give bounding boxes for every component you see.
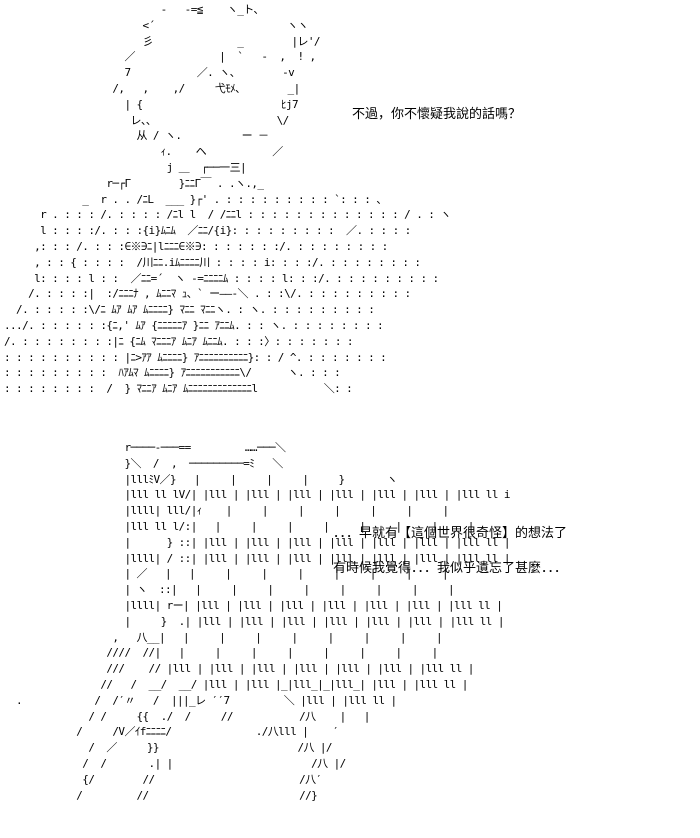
ascii-art-upper-figure: - -=≦ ヽ_ト、 <´ ヽヽ 彡 _ |レ'/ ／ | ` - , ! , …: [4, 3, 451, 396]
dialogue-line-3: 有時候我覺得．．．我似乎遺忘了甚麼．．．: [333, 561, 568, 576]
dialogue-line-1: 不過，你不懷疑我說的話嗎？: [352, 107, 522, 122]
dialogue-line-2: ．．．早就有【這個世界很奇怪】的想法了: [333, 526, 568, 541]
ascii-art-lower-figure: r────-───== ……───＼ }＼ / , ─────────=ﾐ ＼ …: [16, 441, 510, 802]
